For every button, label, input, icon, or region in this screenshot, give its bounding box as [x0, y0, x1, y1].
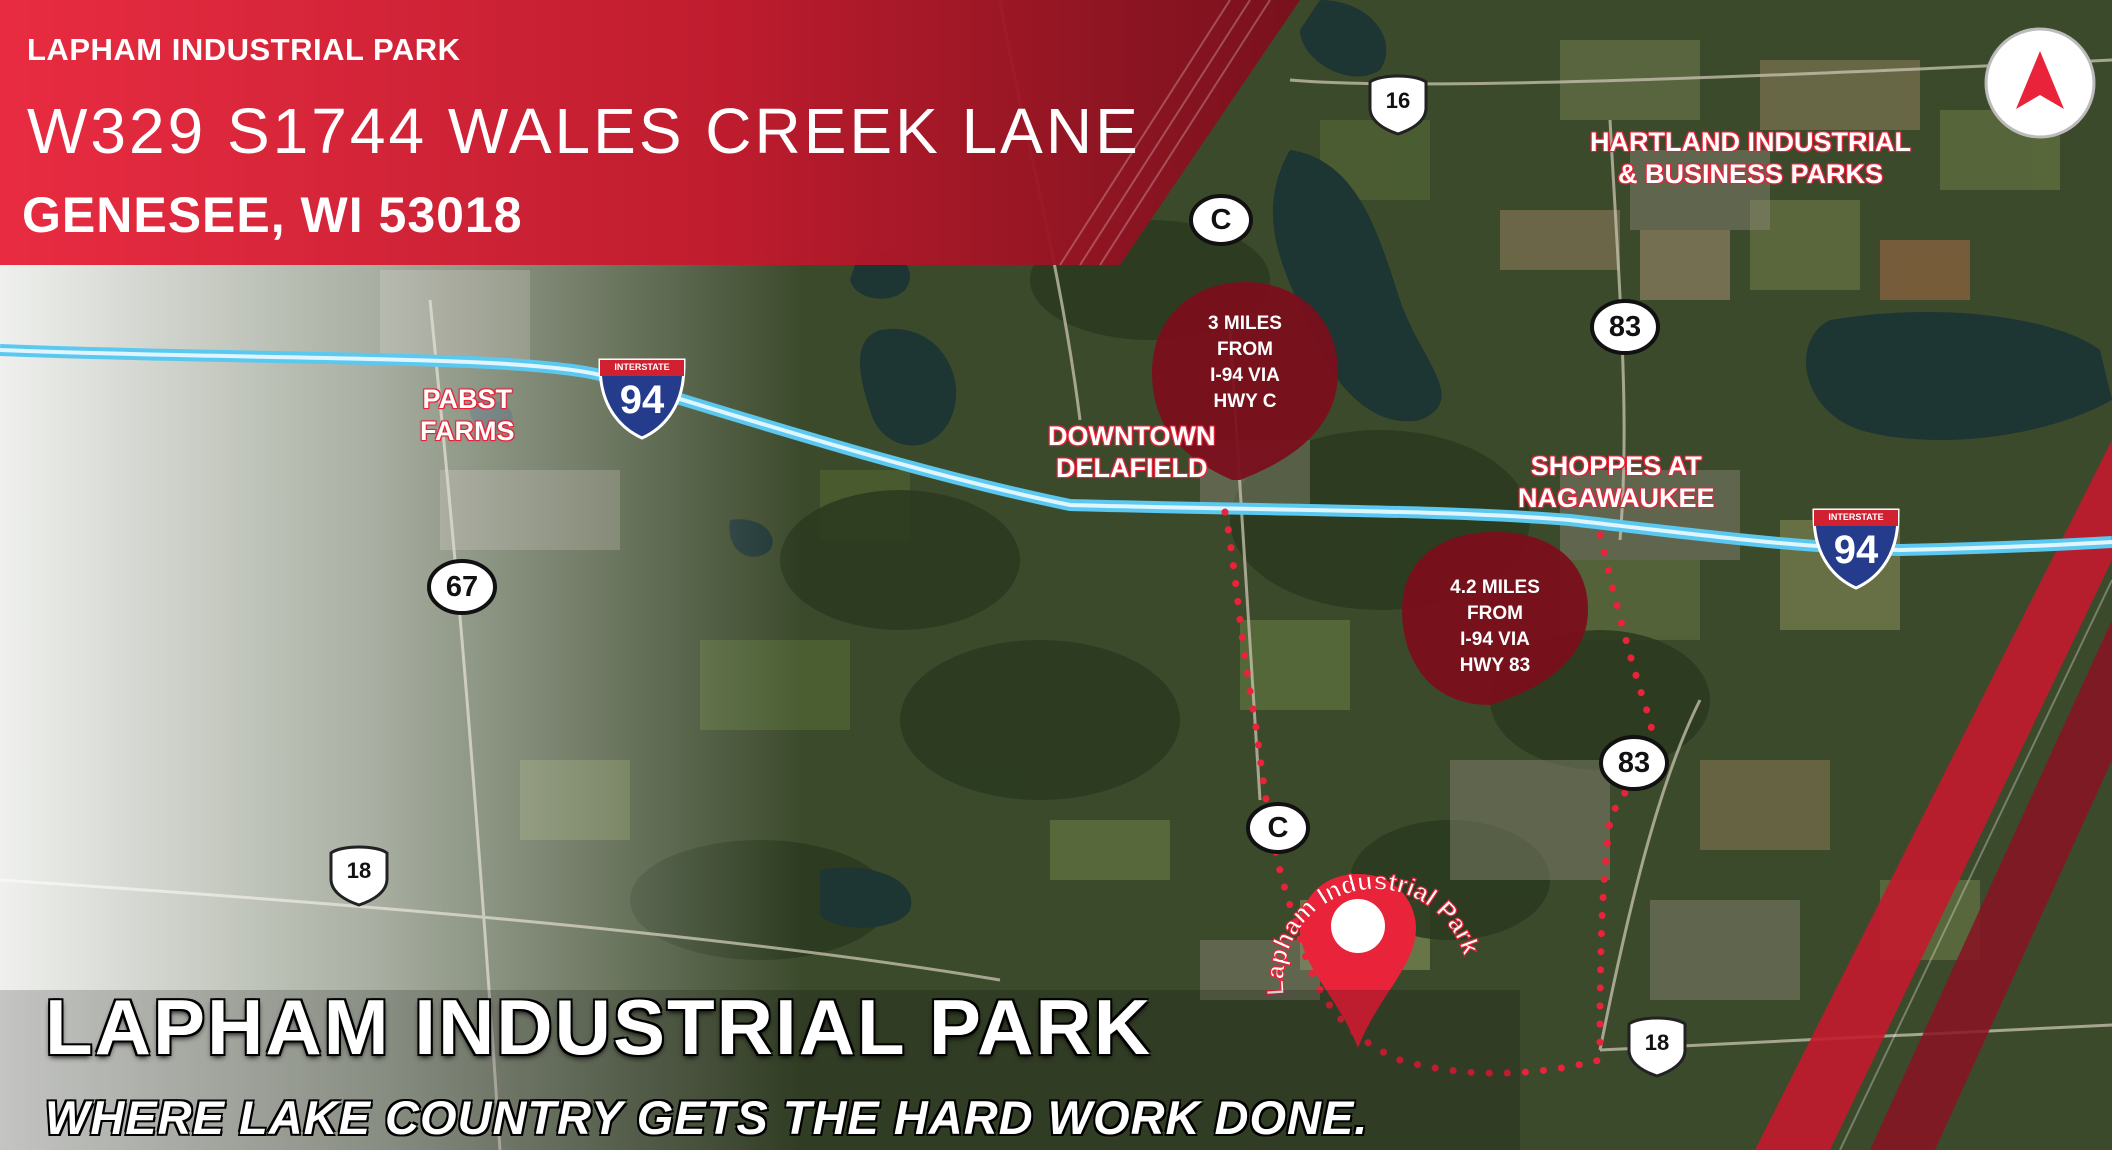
county-c-shield-south-letter: C [1267, 812, 1289, 844]
county-c-shield-south [1246, 802, 1310, 854]
interstate-shield-east-label: INTERSTATE [1828, 512, 1884, 522]
interstate-shield-west [598, 358, 686, 440]
footer-title: LAPHAM INDUSTRIAL PARK [45, 983, 1153, 1071]
callout-text-hwy-83: 4.2 MILES FROM I-94 VIA HWY 83 [1435, 575, 1555, 679]
state-83-shield-south-number: 83 [1617, 747, 1651, 779]
interstate-shield-east [1812, 508, 1900, 590]
place-label-line: PABST [422, 384, 512, 414]
place-label-shoppes: SHOPPES AT NAGAWAUKEE [1518, 450, 1715, 514]
location-pin-icon [1300, 874, 1416, 1048]
callout-bubble-hwy-83 [1402, 532, 1588, 705]
callout-line: I-94 VIA [1460, 629, 1530, 650]
us-18-shield-west-number: 18 [346, 858, 372, 883]
north-arrow-icon [1984, 27, 2096, 139]
callout-line: 3 MILES [1208, 313, 1282, 334]
callout-line: I-94 VIA [1210, 365, 1280, 386]
header-address: W329 S1744 WALES CREEK LANE [27, 95, 1141, 167]
state-67-shield [427, 559, 497, 615]
header-panel [0, 0, 1300, 265]
place-label-downtown-delafield: DOWNTOWN DELAFIELD [1048, 420, 1215, 484]
place-label-line: DOWNTOWN [1048, 421, 1216, 451]
place-label-line: & BUSINESS PARKS [1617, 159, 1883, 189]
place-label-line: DELAFIELD [1055, 453, 1208, 483]
callout-bubble-hwy-c [1152, 282, 1338, 480]
route-hwy-83 [1596, 531, 1656, 1059]
state-67-shield-number: 67 [445, 571, 479, 603]
callout-line: FROM [1217, 339, 1273, 360]
header-park-name: LAPHAM INDUSTRIAL PARK [27, 32, 461, 67]
state-83-shield-south [1599, 735, 1669, 791]
us-18-shield-west [329, 845, 389, 907]
place-label-line: HARTLAND INDUSTRIAL [1590, 127, 1911, 157]
callout-line: HWY 83 [1459, 655, 1531, 676]
us-18-shield-east-number: 18 [1644, 1030, 1670, 1055]
place-label-hartland: HARTLAND INDUSTRIAL & BUSINESS PARKS [1590, 126, 1911, 190]
route-hwy-c [1221, 508, 1604, 1077]
state-83-shield-north [1590, 299, 1660, 355]
us-18-shield-east [1627, 1016, 1687, 1078]
callout-line: 4.2 MILES [1450, 577, 1540, 598]
interstate-shield-west-number: 94 [619, 378, 665, 422]
callout-text-hwy-c: 3 MILES FROM I-94 VIA HWY C [1195, 311, 1295, 415]
header-city-state-zip: GENESEE, WI 53018 [22, 187, 523, 243]
interstate-shield-east-number: 94 [1833, 528, 1879, 572]
county-c-shield-north-letter: C [1210, 204, 1232, 236]
state-83-shield-north-number: 83 [1608, 311, 1642, 343]
county-c-shield-north [1189, 194, 1253, 246]
interstate-shield-west-label: INTERSTATE [614, 362, 670, 372]
header-stripes [1059, 0, 1271, 266]
footer-shade [0, 990, 1520, 1150]
place-label-pabst-farms: PABST FARMS [420, 383, 515, 447]
callout-line: HWY C [1213, 391, 1277, 412]
us-16-shield [1368, 74, 1428, 136]
us-16-shield-number: 16 [1385, 88, 1411, 113]
place-label-line: NAGAWAUKEE [1518, 483, 1715, 513]
footer-tagline: WHERE LAKE COUNTRY GETS THE HARD WORK DO… [45, 1091, 1369, 1144]
callout-line: FROM [1467, 603, 1523, 624]
right-diagonal-bands [1755, 440, 2112, 1150]
place-label-line: SHOPPES AT [1530, 451, 1702, 481]
place-label-line: FARMS [420, 416, 515, 446]
